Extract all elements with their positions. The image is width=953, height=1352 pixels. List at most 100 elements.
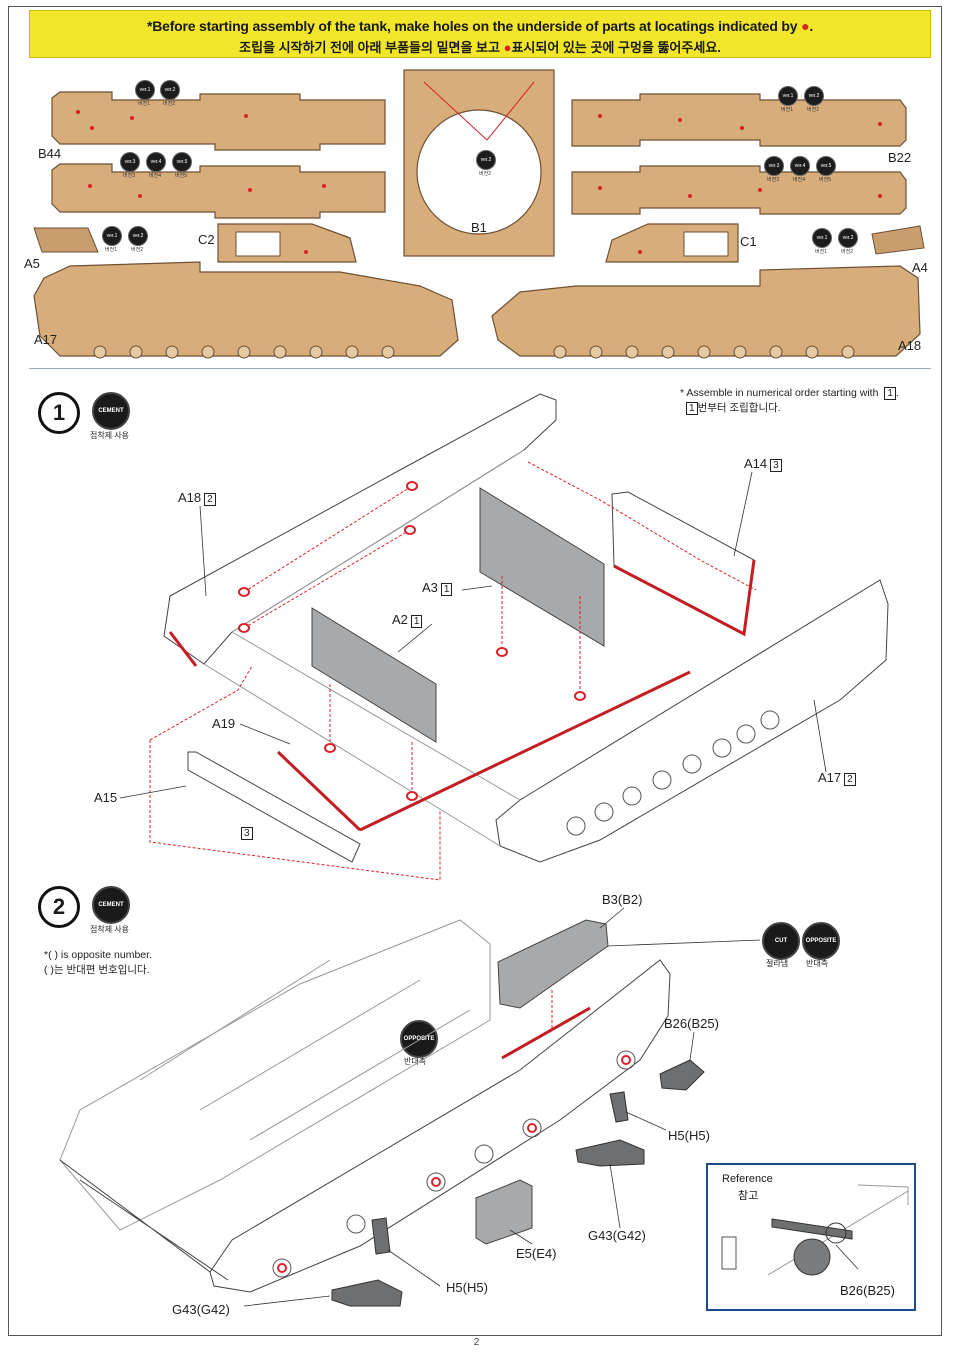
ver3-caption: 버전3	[123, 173, 135, 179]
label-g43-upper: G43(G42)	[588, 1228, 646, 1243]
ver2-badge-b1: ver.2	[476, 150, 496, 170]
assembly-guide	[149, 740, 441, 881]
assembly-guide	[243, 485, 413, 629]
ver5-badge-b22: ver.5	[816, 156, 836, 176]
a17-name: A17	[818, 770, 842, 785]
label-a18: A18	[898, 338, 922, 353]
part-b3	[497, 919, 609, 1009]
pin-markers	[238, 481, 586, 801]
label-g43-lower: G43(G42)	[172, 1302, 230, 1317]
reference-title-en: Reference	[722, 1173, 773, 1185]
a14-name: A14	[744, 456, 768, 471]
part-a4	[871, 225, 925, 255]
label-b26: B26(B25)	[664, 1016, 719, 1031]
step-1-note-en: * Assemble in numerical order starting w…	[680, 387, 879, 399]
label-a15-step1: A15	[94, 790, 117, 805]
section-divider	[29, 368, 931, 369]
part-c1-window	[683, 231, 729, 257]
reference-illustration	[721, 1184, 909, 1276]
glue-line	[168, 631, 198, 667]
ver4-badge-b22: ver.4	[790, 156, 810, 176]
reference-label: B26(B25)	[840, 1283, 895, 1298]
loose-order-3: 3	[238, 824, 253, 840]
ver5-caption-b22: 버전5	[819, 177, 831, 183]
ver3-caption-b22: 버전3	[767, 177, 779, 183]
ver1-badge: ver.1	[135, 80, 155, 100]
step-1-illustration	[119, 393, 889, 881]
hull-floor	[59, 1159, 229, 1281]
ver2-caption-b22: 버전2	[807, 107, 819, 113]
part-h5-lower	[371, 1217, 391, 1255]
part-a17	[33, 261, 459, 357]
part-a15	[187, 751, 361, 863]
banner-korean: 조립을 시작하기 전에 아래 부품들의 밑면을 보고 ●표시되어 있는 곳에 구…	[30, 37, 930, 56]
ver1-caption-b22: 버전1	[781, 107, 793, 113]
a3-name: A3	[422, 580, 438, 595]
ver1-caption-a5: 버전1	[105, 247, 117, 253]
a15-order: 3	[241, 827, 253, 840]
ver2-badge: ver.2	[160, 80, 180, 100]
step-2-note: *( ) is opposite number. ( )는 반대편 번호입니다.	[44, 948, 152, 978]
part-g43-upper	[575, 1139, 645, 1167]
ver4-badge: ver.4	[146, 152, 166, 172]
part-b26	[659, 1059, 705, 1091]
a17-order: 2	[844, 773, 856, 786]
order-mark: 1	[686, 402, 698, 415]
ver1-badge-b22: ver.1	[778, 86, 798, 106]
part-c2-window	[235, 231, 281, 257]
ver3-badge: ver.3	[120, 152, 140, 172]
label-a17: A17	[34, 332, 58, 347]
part-b44-lower	[51, 163, 386, 219]
label-c1: C1	[740, 234, 757, 249]
assembly-guide	[527, 461, 757, 591]
glue-line	[359, 670, 691, 832]
ver5-caption: 버전5	[175, 173, 187, 179]
top-parts-illustration	[33, 69, 925, 359]
a18-name: A18	[178, 490, 202, 505]
ver2-caption-a4: 버전2	[841, 249, 853, 255]
assembly-guide	[329, 576, 581, 792]
red-dot-icon: ●	[503, 40, 512, 55]
glue-line	[276, 750, 362, 832]
a15-name: A15	[94, 790, 118, 805]
opposite-caption: 반대측	[806, 959, 829, 968]
order-mark: 1	[884, 387, 896, 400]
step-2-note-en: *( ) is opposite number.	[44, 949, 152, 961]
step-1-number: 1	[38, 392, 80, 434]
label-b1: B1	[471, 220, 487, 235]
ver2-caption-a5: 버전2	[131, 247, 143, 253]
ver2-caption: 버전2	[163, 101, 175, 107]
label-e5: E5(E4)	[516, 1246, 557, 1261]
part-g43-lower	[331, 1279, 403, 1307]
part-b22-lower	[571, 165, 907, 215]
part-h5-upper	[609, 1091, 629, 1123]
cut-icon: CUT	[762, 922, 800, 960]
reference-title-ko: 참고	[738, 1190, 759, 1202]
ver4-caption-b22: 버전4	[793, 177, 805, 183]
ver4-caption: 버전4	[149, 173, 161, 179]
label-a5: A5	[24, 256, 40, 271]
opposite-icon-hull: OPPOSITE	[400, 1020, 438, 1058]
label-a19-step1: A19	[212, 716, 235, 731]
step-2-number: 2	[38, 886, 80, 928]
hull-side-a17	[495, 579, 889, 863]
instruction-banner: *Before starting assembly of the tank, m…	[29, 10, 931, 58]
hub-hints	[566, 710, 780, 836]
label-a4: A4	[912, 260, 928, 275]
part-b1-hole	[416, 109, 542, 235]
cement-icon: CEMENT	[92, 392, 130, 430]
assembly-guide	[149, 665, 253, 741]
ver2-badge-b22: ver.2	[804, 86, 824, 106]
ver3-badge-b22: ver.3	[764, 156, 784, 176]
ver1-caption-a4: 버전1	[815, 249, 827, 255]
cement-caption: 접착제 사용	[90, 925, 130, 934]
glue-line	[613, 559, 756, 637]
red-dot-icon: ●	[801, 18, 810, 34]
label-b44: B44	[38, 146, 62, 161]
glue-line	[501, 1006, 591, 1060]
